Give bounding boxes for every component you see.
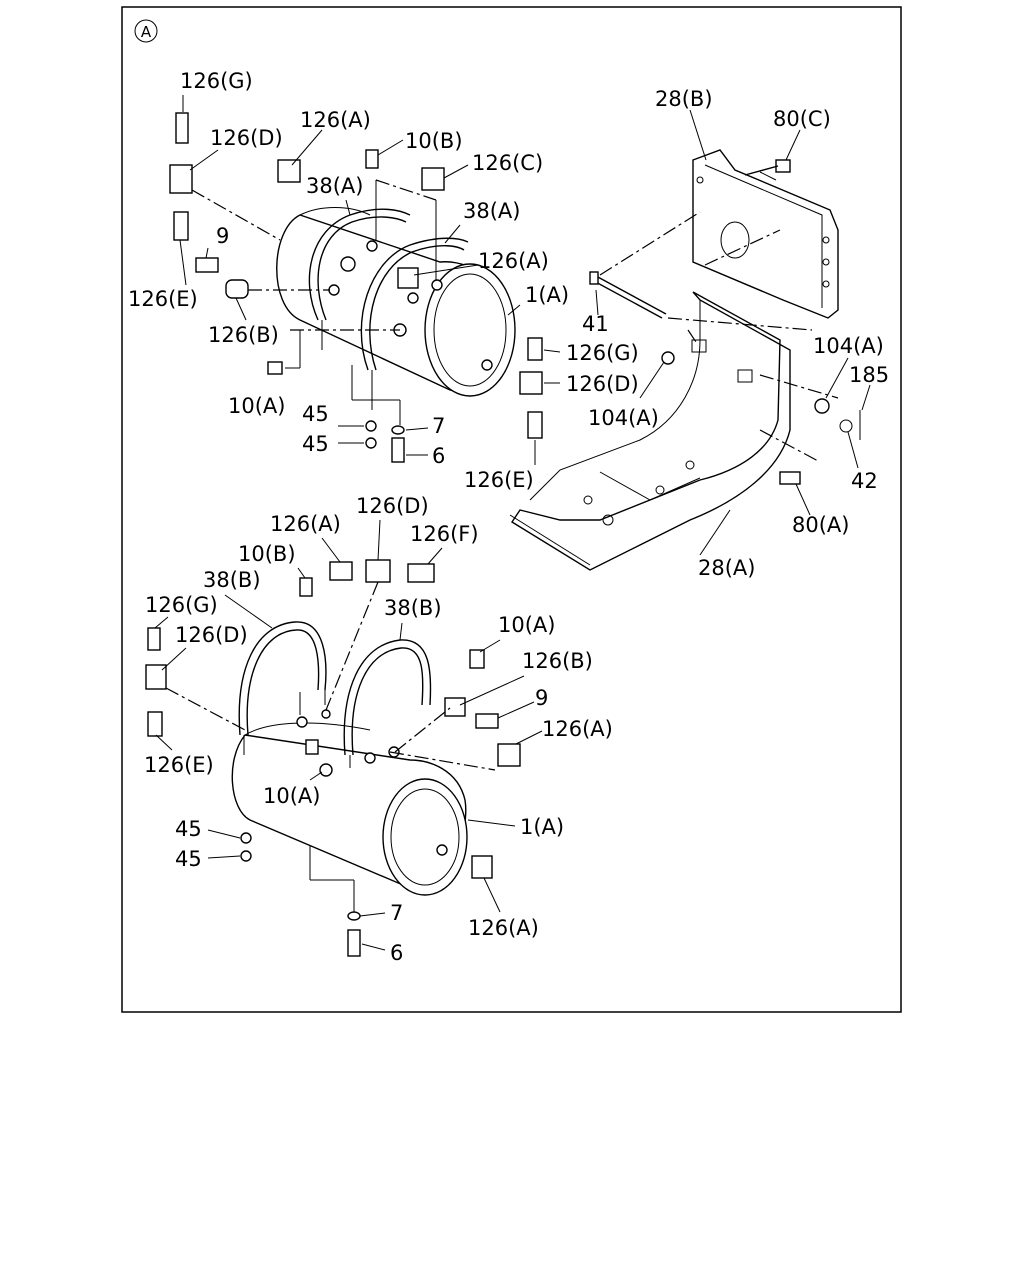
bracket-28A bbox=[509, 291, 791, 571]
label-7-lower: 7 bbox=[390, 901, 403, 925]
label-126D-lower-top: 126(D) bbox=[356, 494, 429, 518]
bracket-hardware bbox=[589, 159, 861, 485]
label-126D-lower-left: 126(D) bbox=[175, 623, 248, 647]
label-6-upper: 6 bbox=[432, 444, 445, 468]
lower-dashed-lines bbox=[165, 581, 496, 912]
label-38A-upper-left: 38(A) bbox=[306, 174, 363, 198]
bracket-labels: 28(B) 80(C) 41 104(A) 185 104(A) 42 80(A… bbox=[582, 87, 889, 580]
label-28B: 28(B) bbox=[655, 87, 713, 111]
label-10A-lower-left: 10(A) bbox=[263, 784, 320, 808]
label-126A-lower-bottom: 126(A) bbox=[468, 916, 539, 940]
label-80A: 80(A) bbox=[792, 513, 849, 537]
label-185: 185 bbox=[849, 363, 889, 387]
label-104A-right: 104(A) bbox=[813, 334, 884, 358]
label-7-upper: 7 bbox=[432, 414, 445, 438]
label-126E-upper: 126(E) bbox=[128, 287, 198, 311]
label-126G-lower: 126(G) bbox=[145, 593, 218, 617]
label-126C-upper: 126(C) bbox=[472, 151, 543, 175]
label-126A-upper-mid: 126(A) bbox=[478, 249, 549, 273]
diagram-frame bbox=[121, 6, 902, 1013]
lower-strap-38B bbox=[238, 621, 432, 768]
upper-dashed-lines bbox=[191, 179, 437, 425]
upper-fittings bbox=[169, 112, 543, 463]
label-41: 41 bbox=[582, 312, 609, 336]
label-45-upper-a: 45 bbox=[302, 402, 329, 426]
lower-leaders bbox=[154, 519, 543, 951]
label-126B-upper: 126(B) bbox=[208, 323, 279, 347]
upper-air-tank bbox=[276, 207, 516, 397]
upper-leaders bbox=[179, 95, 561, 465]
label-45-upper-b: 45 bbox=[302, 432, 329, 456]
bracket-28B bbox=[692, 149, 839, 319]
label-104A-left: 104(A) bbox=[588, 406, 659, 430]
view-marker: A bbox=[134, 19, 158, 43]
label-9-upper: 9 bbox=[216, 224, 229, 248]
label-126G-upper-right: 126(G) bbox=[566, 341, 639, 365]
label-1A-upper: 1(A) bbox=[525, 283, 569, 307]
label-126D-upper: 126(D) bbox=[210, 126, 283, 150]
label-45-lower-b: 45 bbox=[175, 847, 202, 871]
lower-fittings bbox=[145, 559, 521, 957]
label-80C: 80(C) bbox=[773, 107, 831, 131]
label-38B-lower-right: 38(B) bbox=[384, 596, 442, 620]
label-126D-upper-right: 126(D) bbox=[566, 372, 639, 396]
label-9-lower: 9 bbox=[535, 686, 548, 710]
bracket-dashed-lines bbox=[599, 211, 839, 463]
label-126F: 126(F) bbox=[410, 522, 479, 546]
label-28A: 28(A) bbox=[698, 556, 755, 580]
label-126G-upper: 126(G) bbox=[180, 69, 253, 93]
label-38B-lower-left: 38(B) bbox=[203, 568, 261, 592]
label-126A-upper-top: 126(A) bbox=[300, 108, 371, 132]
label-10A-lower-right: 10(A) bbox=[498, 613, 555, 637]
label-42: 42 bbox=[851, 469, 878, 493]
label-38A-upper-right: 38(A) bbox=[463, 199, 520, 223]
label-10B-lower: 10(B) bbox=[238, 542, 296, 566]
label-126B-lower: 126(B) bbox=[522, 649, 593, 673]
lower-labels: 126(D) 126(A) 126(F) 10(B) 38(B) 38(B) 1… bbox=[144, 494, 613, 965]
label-45-lower-a: 45 bbox=[175, 817, 202, 841]
label-10B-upper: 10(B) bbox=[405, 129, 463, 153]
label-6-lower: 6 bbox=[390, 941, 403, 965]
lower-air-tank bbox=[231, 722, 468, 896]
view-marker-letter: A bbox=[141, 23, 152, 41]
bracket-leaders bbox=[595, 109, 871, 556]
upper-labels: 126(G) 126(D) 126(A) 10(B) 126(C) 38(A) … bbox=[128, 69, 639, 492]
label-126A-lower-right: 126(A) bbox=[542, 717, 613, 741]
label-126A-lower-top: 126(A) bbox=[270, 512, 341, 536]
label-126E-upper-right: 126(E) bbox=[464, 468, 534, 492]
label-126E-lower: 126(E) bbox=[144, 753, 214, 777]
label-1A-lower: 1(A) bbox=[520, 815, 564, 839]
label-10A-upper: 10(A) bbox=[228, 394, 285, 418]
